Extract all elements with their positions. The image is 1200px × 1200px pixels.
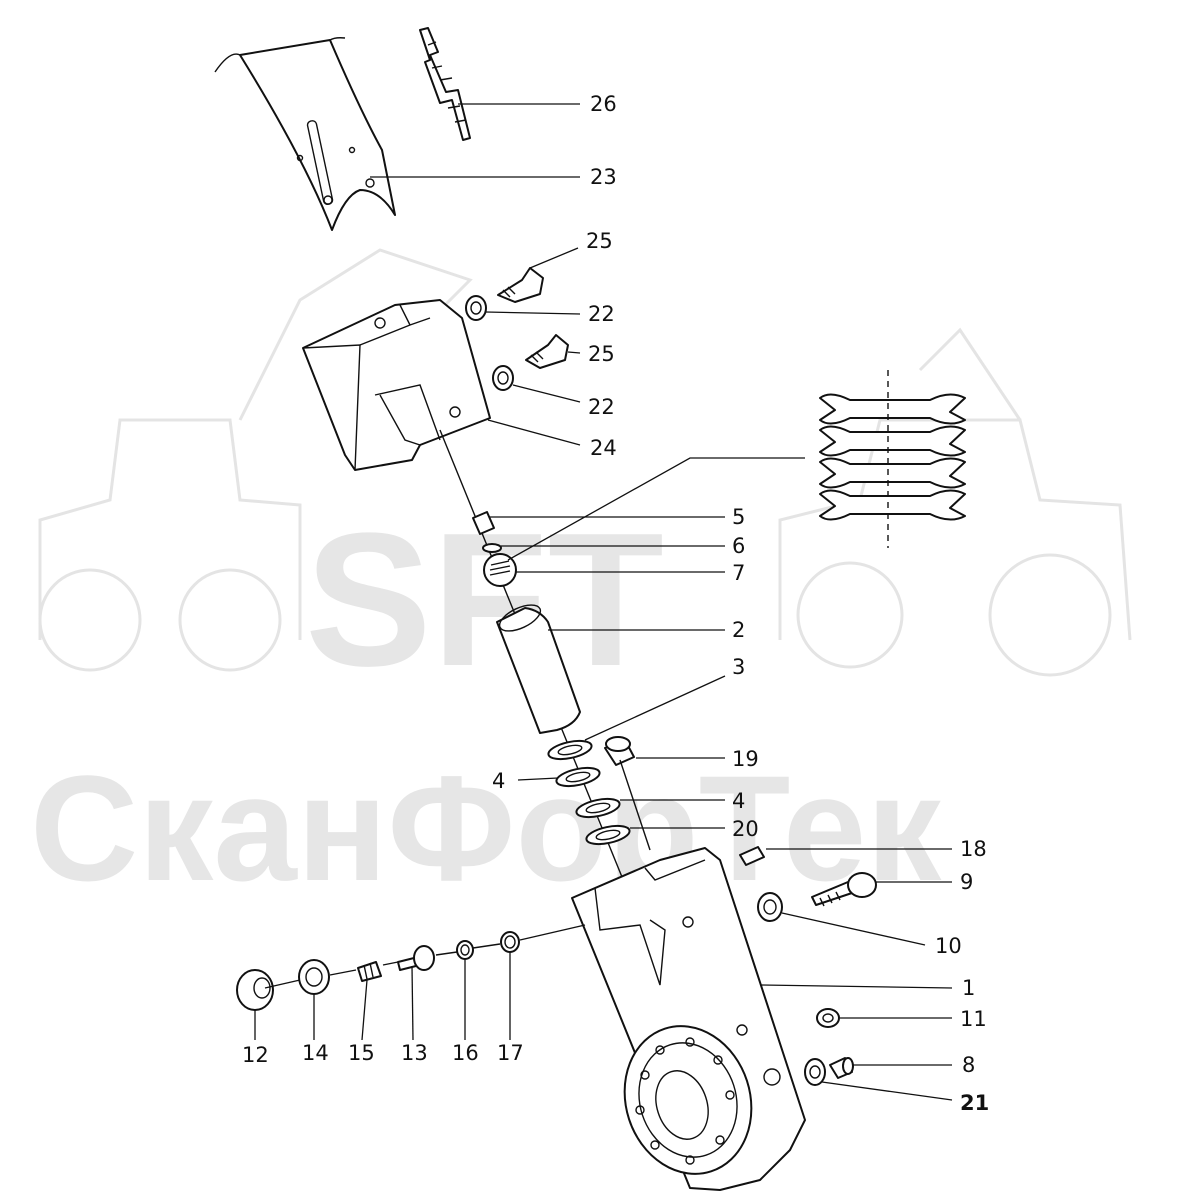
part-22-washer-upper — [465, 295, 487, 321]
callout-labels: 26 23 25 22 25 22 24 5 6 7 2 3 19 4 4 20… — [242, 92, 989, 1115]
watermark-company-name: СканФорТек — [30, 744, 942, 912]
callout-6: 6 — [732, 534, 745, 558]
callout-12: 12 — [242, 1043, 269, 1067]
detail-leader — [507, 457, 805, 561]
callout-21: 21 — [960, 1091, 989, 1115]
part-24-bar-mount — [302, 299, 491, 471]
detail-spring-stack — [819, 370, 966, 548]
callout-23: 23 — [590, 165, 617, 189]
part-1-rotator-body — [571, 847, 806, 1191]
part-6-ring — [482, 543, 502, 553]
part-3-washer — [547, 739, 593, 761]
part-25-fitting-lower — [525, 334, 569, 369]
callout-5: 5 — [732, 505, 745, 529]
callout-19: 19 — [732, 747, 759, 771]
part-5-bushing — [472, 511, 495, 535]
part-20-washer — [585, 824, 631, 846]
callout-11: 11 — [960, 1007, 987, 1031]
part-10-washer — [757, 892, 783, 922]
callout-1: 1 — [962, 976, 975, 1000]
callout-14: 14 — [302, 1041, 329, 1065]
part-8-fitting — [829, 1057, 854, 1079]
callout-22-upper: 22 — [588, 302, 615, 326]
part-7-spring-detail-circle — [483, 553, 517, 587]
leader-lines — [254, 103, 953, 1101]
part-4-washer-lower — [575, 797, 621, 819]
part-23-guide-bar — [214, 37, 396, 231]
callout-8: 8 — [962, 1053, 975, 1077]
callout-26: 26 — [590, 92, 617, 116]
callout-4-right: 4 — [732, 789, 745, 813]
watermark-machine-left — [38, 248, 473, 672]
callout-3: 3 — [732, 655, 745, 679]
part-22-washer-lower — [492, 365, 514, 391]
callout-22-lower: 22 — [588, 395, 615, 419]
callout-10: 10 — [935, 934, 962, 958]
left-parts-axis — [264, 924, 586, 989]
part-9-screw — [811, 872, 877, 907]
callout-7: 7 — [732, 561, 745, 585]
callout-4-left: 4 — [492, 769, 505, 793]
part-13-fitting — [397, 945, 435, 971]
part-2-pin — [496, 604, 581, 734]
part-19-cap-screw — [604, 736, 651, 851]
callout-18: 18 — [960, 837, 987, 861]
part-12-cap — [236, 969, 274, 1011]
part-15-nipple — [357, 961, 382, 982]
callout-25-upper: 25 — [586, 229, 613, 253]
part-18-pin — [739, 846, 765, 866]
part-1-flange — [623, 1025, 753, 1175]
callout-17: 17 — [497, 1041, 524, 1065]
callout-9: 9 — [960, 870, 973, 894]
callout-13: 13 — [401, 1041, 428, 1065]
part-4-washer-upper — [555, 766, 601, 788]
callout-20: 20 — [732, 817, 759, 841]
part-21-washer — [804, 1058, 826, 1086]
part-25-fitting-upper — [497, 267, 544, 303]
callout-24: 24 — [590, 436, 617, 460]
callout-2: 2 — [732, 618, 745, 642]
callout-25-lower: 25 — [588, 342, 615, 366]
part-26-saw-chain — [419, 27, 471, 141]
callout-16: 16 — [452, 1041, 479, 1065]
part-14-washer — [298, 959, 330, 995]
part-17-bushing — [500, 931, 520, 953]
callout-15: 15 — [348, 1041, 375, 1065]
part-16-o-ring — [456, 940, 474, 960]
part-11-plug — [816, 1008, 840, 1028]
